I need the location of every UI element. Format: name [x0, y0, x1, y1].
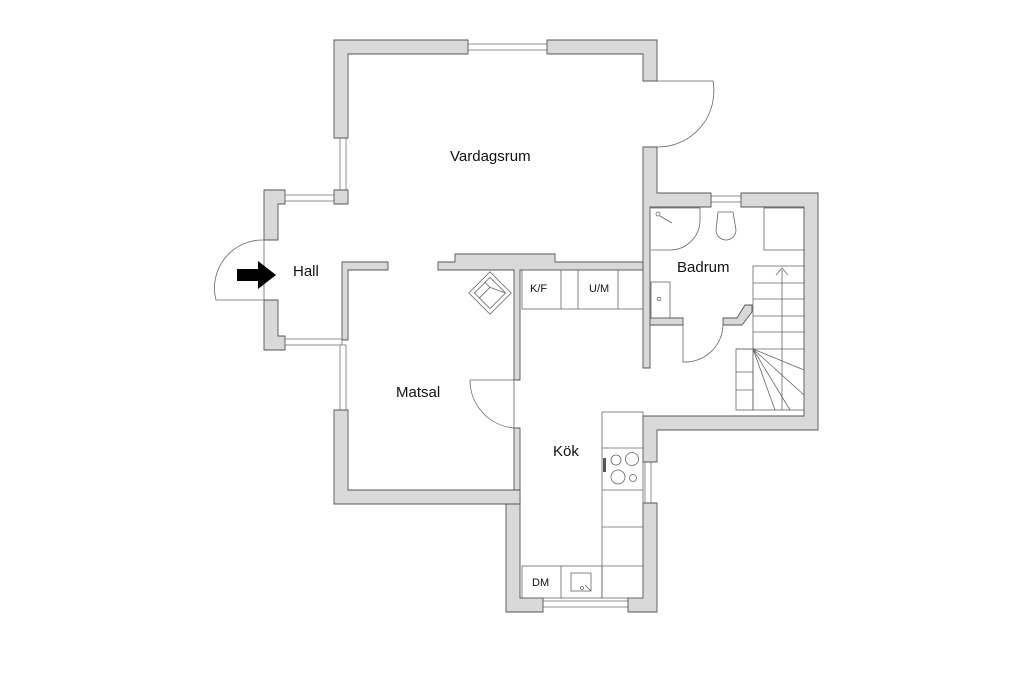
room-label-vardagsrum: Vardagsrum — [450, 148, 531, 165]
doors — [214, 80, 724, 429]
room-label-hall: Hall — [293, 263, 319, 280]
toilet-icon — [715, 211, 737, 241]
armchair-icon — [468, 271, 512, 315]
upper-cabinets — [521, 269, 644, 310]
appliance-label-dishwasher: DM — [532, 577, 550, 589]
appliance-label-oven-microwave: U/M — [589, 283, 610, 295]
sink-icon — [650, 281, 671, 319]
kitchen-counters — [521, 411, 644, 599]
stove-icon — [603, 452, 639, 485]
room-label-badrum: Badrum — [677, 259, 730, 276]
entrance-arrow-icon — [237, 261, 276, 289]
room-label-kok: Kök — [553, 443, 579, 460]
appliance-label-fridge-freezer: K/F — [530, 283, 548, 295]
walls — [263, 39, 819, 613]
staircase — [735, 265, 805, 411]
bathroom-fixtures — [650, 207, 805, 319]
room-label-matsal: Matsal — [396, 384, 441, 401]
kitchen-sink-icon — [570, 572, 592, 592]
